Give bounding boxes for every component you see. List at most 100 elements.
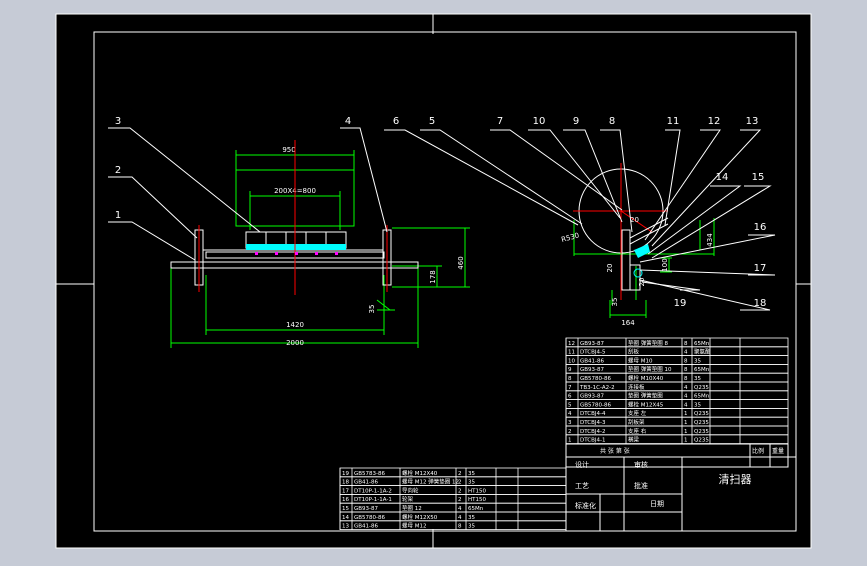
front-view: 950 200X4=800 1420 2000 460 178 35 — [170, 140, 470, 348]
bom-cell-no: 19 — [342, 471, 349, 477]
balloon-1: 1 — [115, 210, 121, 221]
bom-cell-code: DTCBJ4-1 — [580, 438, 606, 444]
bom-cell-mat: 65Mn — [694, 367, 710, 373]
bom-cell-no: 13 — [342, 524, 349, 530]
tb-check: 审核 — [634, 460, 648, 469]
bom-cell-qty: 4 — [684, 402, 688, 408]
drawing-title: 清扫器 — [719, 473, 752, 486]
dim-inner-span: 1420 — [286, 321, 304, 329]
bom-cell-code: DT10P-1-1A-2 — [354, 488, 392, 494]
bom-cell-code: GB93-87 — [354, 506, 379, 512]
bom-cell-mat: 35 — [694, 402, 701, 408]
bom-cell-name: 垫圈 弹簧垫圈 10 — [628, 365, 672, 373]
bom-cell-name: 支座 右 — [628, 427, 647, 435]
bom-cell-no: 15 — [342, 506, 349, 512]
drawing-sheet — [55, 13, 812, 549]
bom-cell-qty: 2 — [458, 480, 462, 486]
bom-cell-qty: 2 — [458, 471, 462, 477]
bom-cell-mat: HT150 — [468, 497, 486, 503]
bom-cell-qty: 8 — [458, 524, 462, 530]
bom-cell-qty: 4 — [684, 385, 688, 391]
bom-cell-qty: 8 — [684, 376, 688, 382]
dim-height: 460 — [457, 256, 465, 269]
tb-design: 设计 — [575, 460, 589, 469]
bom-cell-no: 8 — [568, 376, 572, 382]
bom-cell-code: DTCBJ4-4 — [580, 411, 606, 417]
balloon-9: 9 — [573, 116, 579, 127]
bom-cell-qty: 8 — [684, 341, 688, 347]
bom-cell-code: DTCBJ4-2 — [580, 429, 606, 435]
dim-h1: 35 — [611, 298, 619, 307]
bom-cell-code: GB5780-86 — [580, 376, 612, 382]
bom-cell-no: 16 — [342, 497, 349, 503]
bom-cell-name: 螺栓 M12X40 — [402, 469, 438, 477]
bom-cell-code: GB41-86 — [354, 524, 379, 530]
balloon-8: 8 — [609, 116, 615, 127]
bom-cell-mat: HT150 — [468, 488, 486, 494]
bom-cell-code: GB93-87 — [580, 394, 605, 400]
bom-cell-no: 3 — [568, 420, 572, 426]
bom-cell-mat: 聚氨酯 — [694, 348, 711, 356]
guide-wheel — [633, 268, 643, 278]
bom-cell-mat: Q235 — [694, 429, 709, 435]
balloon-labels: 1 2 3 4 5 6 7 8 9 10 11 12 13 14 15 16 1… — [115, 116, 767, 309]
balloon-11: 11 — [667, 116, 680, 127]
balloon-15: 15 — [752, 172, 765, 183]
tb-sheet: 共 张 第 张 — [600, 447, 630, 455]
bom-cell-name: 螺栓 M10X40 — [628, 374, 664, 382]
bom-cell-name: 螺栓 M12X45 — [628, 400, 664, 408]
tb-process: 工艺 — [575, 482, 589, 490]
tb-approve: 批准 — [634, 481, 648, 490]
bom-cell-code: GB5780-86 — [354, 515, 386, 521]
bom-cell-no: 6 — [568, 394, 572, 400]
side-support — [621, 229, 631, 291]
bom-cell-mat: 35 — [694, 376, 701, 382]
balloon-19: 19 — [674, 298, 687, 309]
balloon-10: 10 — [533, 116, 546, 127]
front-centerlines — [198, 140, 388, 295]
dim-total-length: 2000 — [286, 339, 304, 347]
bom-cell-no: 5 — [568, 402, 572, 408]
bom-cell-no: 7 — [568, 385, 572, 391]
bom-cell-name: 垫圈 弹簧垫圈 — [628, 392, 663, 400]
bom-cell-mat: Q235 — [694, 438, 709, 444]
bom-cell-no: 4 — [568, 411, 572, 417]
bom-row: 8 GB5780-86 螺栓 M10X40 8 35 — [565, 372, 789, 383]
dim-rail-height: 178 — [429, 270, 437, 283]
balloon-2: 2 — [115, 165, 121, 176]
bom-cell-mat: 35 — [468, 515, 475, 521]
bom-cell-name: 垫圈 弹簧垫圈 8 — [628, 339, 668, 347]
balloon-4: 4 — [345, 116, 351, 127]
dim-v1: 434 — [706, 233, 714, 247]
bom-cell-name: 刮板架 — [628, 418, 645, 426]
bom-cell-qty: 1 — [684, 438, 688, 444]
balloon-7: 7 — [497, 116, 503, 127]
bom-cell-mat: 35 — [468, 524, 475, 530]
bom-cell-mat: Q235 — [694, 385, 709, 391]
bom-cell-name: 垫圈 12 — [402, 504, 422, 512]
bom-cell-name: 螺母 M10 — [628, 356, 653, 364]
bom-cell-name: 螺栓 M12X50 — [402, 513, 438, 521]
bom-cell-no: 1 — [568, 438, 572, 444]
bom-cell-qty: 2 — [458, 497, 462, 503]
bom-cell-mat: 35 — [468, 480, 475, 486]
tb-weight: 重量 — [772, 447, 784, 455]
bom-cell-code: GB5780-86 — [580, 402, 612, 408]
bom-cell-qty: 2 — [458, 488, 462, 494]
bom-cell-no: 10 — [568, 358, 575, 364]
bom-cell-code: GB41-86 — [354, 480, 379, 486]
balloon-13: 13 — [746, 116, 759, 127]
balloon-17: 17 — [754, 263, 767, 274]
bom-cell-name: 螺母 M12 — [402, 522, 427, 530]
bom-cell-name: 连接板 — [628, 383, 645, 391]
bom-cell-code: GB41-86 — [580, 358, 605, 364]
balloon-5: 5 — [429, 116, 435, 127]
bom-cell-qty: 8 — [684, 358, 688, 364]
tb-standard: 标准化 — [575, 501, 596, 510]
bom-cell-code: DT10P-1-1A-1 — [354, 497, 392, 503]
bom-cell-code: GB93-87 — [580, 341, 605, 347]
bom-cell-qty: 1 — [684, 411, 688, 417]
balloon-12: 12 — [708, 116, 721, 127]
